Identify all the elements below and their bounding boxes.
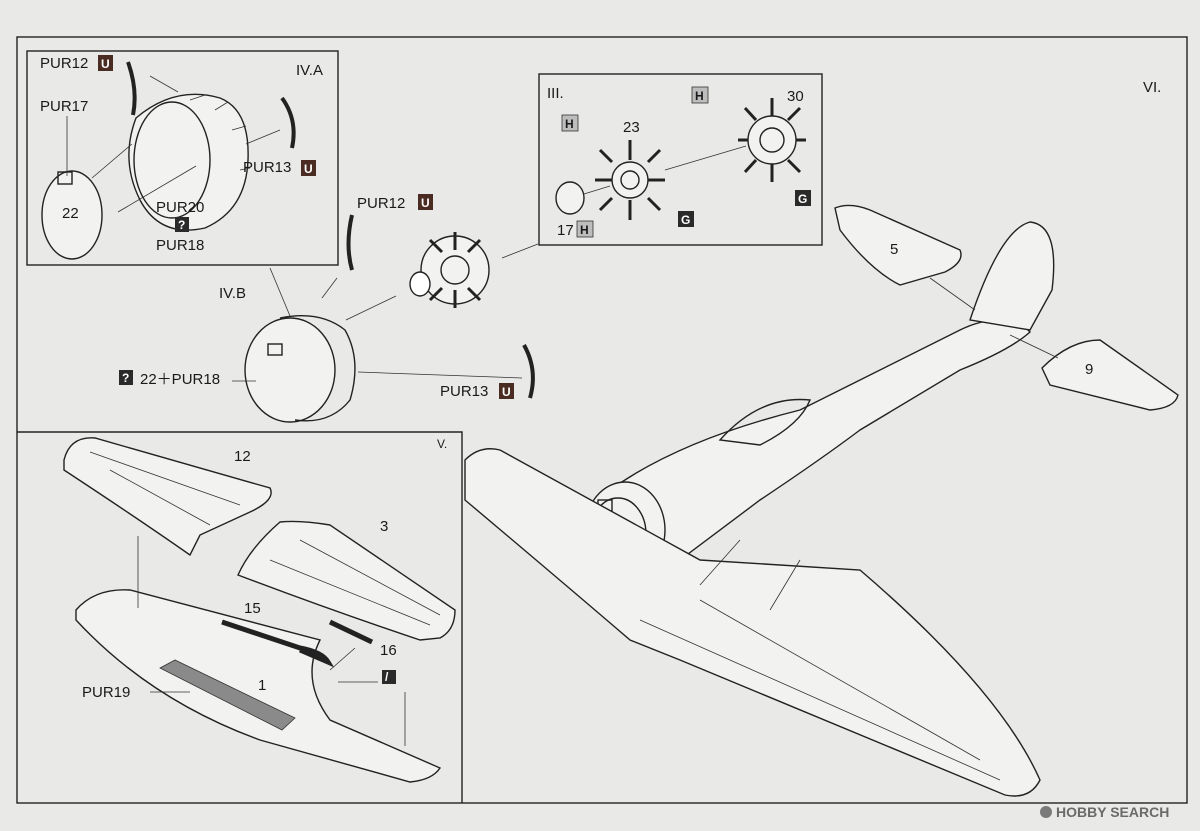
aircraft-assembly xyxy=(464,204,1179,797)
u-badge-ivb-pur13: U xyxy=(499,383,514,399)
svg-text:U: U xyxy=(304,162,313,176)
ivb-pur12-part xyxy=(346,214,354,271)
svg-text:U: U xyxy=(502,385,511,399)
v-arrows xyxy=(137,536,406,746)
ivb-arrows xyxy=(232,243,539,382)
ivb-engine xyxy=(409,232,490,308)
label-pur12-ivb: PUR12 xyxy=(357,195,405,212)
u-badge-ivb-pur12: U xyxy=(418,194,433,210)
h-badge-30: H xyxy=(691,86,709,104)
prop-hub-part-17 xyxy=(555,181,585,215)
h-badge-23: H xyxy=(561,114,579,132)
svg-text:/: / xyxy=(385,670,389,684)
u-badge-iva-pur12: U xyxy=(98,55,113,71)
page-frame xyxy=(16,36,1188,804)
wing-part-12 xyxy=(63,437,272,557)
label-pur12-iva: PUR12 xyxy=(40,55,88,72)
inset-iva-box xyxy=(26,50,339,266)
u-badge-iva-pur13: U xyxy=(301,160,316,176)
iva-nose-cap-part-22 xyxy=(41,170,103,260)
iii-arrow-hub xyxy=(583,185,611,195)
label-15: 15 xyxy=(244,600,261,617)
label-pur18: PUR18 xyxy=(156,237,204,254)
label-17: 17 xyxy=(557,222,574,239)
svg-text:U: U xyxy=(101,57,110,71)
svg-text:?: ? xyxy=(122,371,129,385)
label-30: 30 xyxy=(787,88,804,105)
wing-part-1 xyxy=(75,589,442,783)
g-badge-23: G xyxy=(678,211,694,227)
label-pur13-ivb: PUR13 xyxy=(440,383,488,400)
svg-text:H: H xyxy=(565,117,574,131)
label-22: 22 xyxy=(62,205,79,222)
hobby-search-watermark: HOBBY SEARCH xyxy=(1040,804,1169,820)
insert-pur19 xyxy=(159,659,296,731)
iva-pur12-part xyxy=(126,61,137,116)
svg-text:U: U xyxy=(421,196,430,210)
label-3: 3 xyxy=(380,518,388,535)
part-16 xyxy=(328,619,374,645)
ivb-cowling xyxy=(244,315,356,423)
label-12: 12 xyxy=(234,448,251,465)
svg-text:H: H xyxy=(695,89,704,103)
label-16: 16 xyxy=(380,642,397,659)
svg-text:?: ? xyxy=(178,218,185,232)
inset-v-box xyxy=(17,431,463,803)
label-5: 5 xyxy=(890,241,898,258)
label-pur20: PUR20 xyxy=(156,199,204,216)
section-label-iii: III. xyxy=(547,85,564,102)
inset-iii-box xyxy=(538,73,823,246)
section-label-v: V. xyxy=(437,437,447,451)
iva-cowling-ring xyxy=(128,93,251,231)
section-label-iva: IV.A xyxy=(296,62,323,79)
wing-part-3 xyxy=(237,520,456,641)
question-badge-ivb: ? xyxy=(119,370,133,385)
label-22-plus-pur18: 22＋PUR18 xyxy=(140,371,220,388)
h-badge-17: H xyxy=(576,220,594,238)
label-pur19: PUR19 xyxy=(82,684,130,701)
g-badge-30: G xyxy=(795,190,811,206)
iva-arrows xyxy=(91,75,281,213)
svg-text:HOBBY SEARCH: HOBBY SEARCH xyxy=(1056,804,1169,820)
section-label-ivb: IV.B xyxy=(219,285,246,302)
label-pur17: PUR17 xyxy=(40,98,88,115)
label-1: 1 xyxy=(258,677,266,694)
question-badge-iva: ? xyxy=(175,217,189,232)
label-pur13-iva: PUR13 xyxy=(243,159,291,176)
iva-pur13-part xyxy=(280,96,296,149)
vi-arrows xyxy=(699,277,1059,611)
svg-text:G: G xyxy=(681,213,690,227)
engine-part-30 xyxy=(738,98,806,182)
svg-text:H: H xyxy=(580,223,589,237)
iii-arrow xyxy=(664,145,747,171)
svg-text:G: G xyxy=(798,192,807,206)
section-label-vi: VI. xyxy=(1143,79,1161,96)
engine-part-23 xyxy=(595,140,665,220)
cement-badge-16: / xyxy=(382,670,396,684)
label-9: 9 xyxy=(1085,361,1093,378)
label-23: 23 xyxy=(623,119,640,136)
ivb-pur13-part xyxy=(522,344,535,399)
part-15 xyxy=(221,619,335,668)
